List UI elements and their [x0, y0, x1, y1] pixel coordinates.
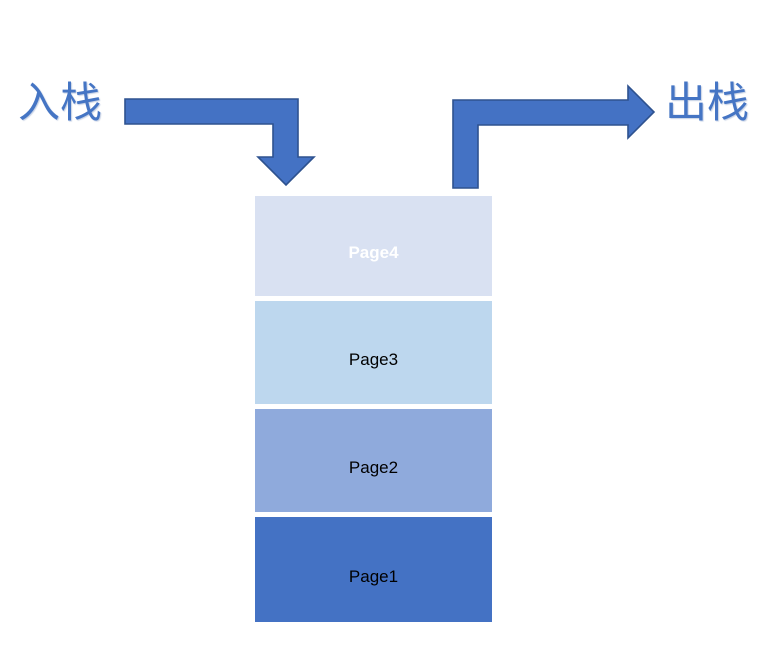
stack-block-label: Page4 — [348, 243, 399, 262]
push-arrow-icon — [124, 98, 316, 187]
push-label: 入栈 — [18, 78, 103, 127]
stack-block-label: Page3 — [348, 349, 399, 369]
stack-block-label: Page2 — [348, 457, 399, 477]
stack-block-page1[interactable]: Page1 — [255, 517, 492, 622]
page-stack: Page4 Page3 Page2 Page1 — [255, 196, 492, 622]
stack-block-page2[interactable]: Page2 — [255, 409, 492, 512]
stack-block-label: Page1 — [348, 566, 399, 586]
stack-block-page3[interactable]: Page3 — [255, 301, 492, 404]
stack-block-page4[interactable]: Page4 — [255, 196, 492, 296]
pop-label: 出栈 — [665, 78, 750, 127]
pop-arrow-icon — [452, 84, 656, 189]
